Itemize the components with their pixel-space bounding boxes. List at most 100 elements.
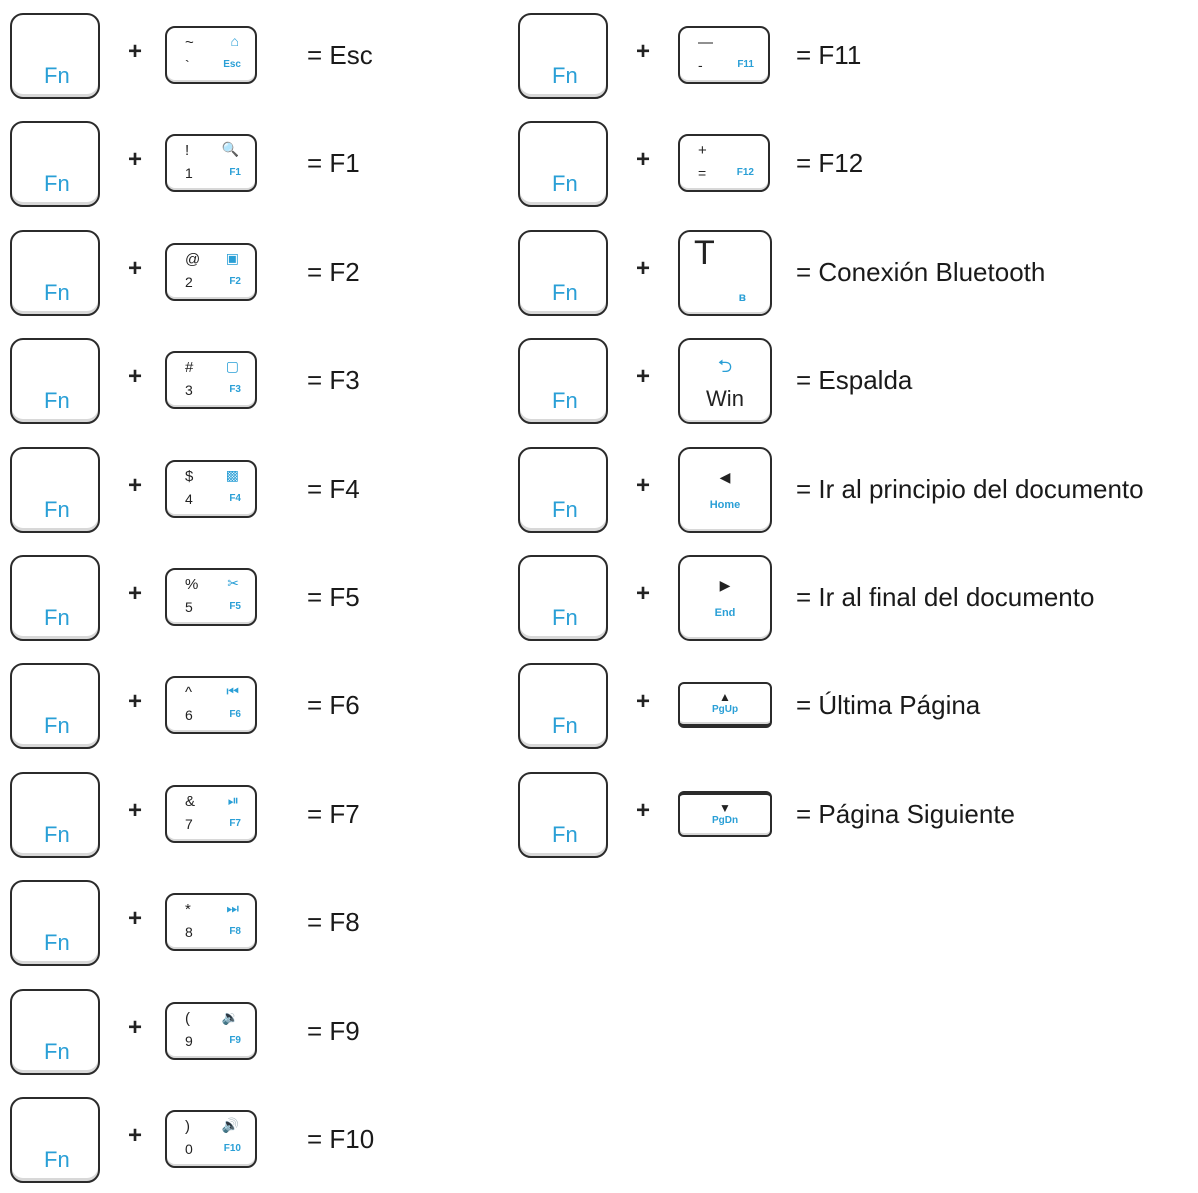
plus-sign: +: [636, 580, 651, 607]
plus-sign: +: [128, 688, 143, 715]
keycap-shift-symbol: *: [185, 901, 191, 918]
fn-key: Fn: [10, 338, 100, 424]
fn-key-label: Fn: [552, 497, 578, 522]
keycap: &7⏯F7: [165, 785, 257, 843]
keycap-bottom-label: PgUp: [711, 704, 739, 715]
keycap-primary-symbol: 5: [185, 599, 193, 615]
plus-sign: +: [636, 688, 651, 715]
keycap-function-label: F1: [229, 167, 241, 178]
plus-sign: +: [636, 797, 651, 824]
keycap: %5✂F5: [165, 568, 257, 626]
keycap-function-icon: ⏮: [226, 683, 239, 699]
keycap-function-label: F11: [737, 59, 754, 70]
keycap: ▲PgUp: [678, 682, 772, 728]
shortcut-result: = F2: [307, 257, 360, 287]
shortcut-result: = F6: [307, 690, 360, 720]
fn-key: Fn: [518, 447, 608, 533]
fn-key: Fn: [518, 555, 608, 641]
keycap-primary-symbol: 2: [185, 274, 193, 290]
keycap-top-symbol: ▶: [719, 577, 731, 593]
bluetooth-icon: ʙ: [738, 290, 746, 304]
keycap: ^ 6 ⏮ F6: [165, 676, 257, 734]
plus-sign: +: [636, 472, 651, 499]
keycap-bottom-label: PgDn: [711, 815, 739, 826]
keycap-shift-symbol: $: [185, 468, 194, 485]
keycap-primary-symbol: `: [185, 57, 190, 73]
fn-key-label: Fn: [552, 388, 578, 413]
keycap-primary-symbol: 6: [185, 707, 193, 723]
shortcut-result: = F3: [307, 365, 360, 395]
keycap: ▶End: [678, 555, 772, 641]
keycap: (9🔉F9: [165, 1002, 257, 1060]
keycap-top-symbol: ⮌: [717, 356, 733, 376]
keycap: ▼PgDn: [678, 791, 772, 837]
keycap-function-label: F3: [229, 384, 241, 395]
shortcut-result: = F7: [307, 799, 360, 829]
shortcut-result: = Ir al principio del documento: [796, 474, 1144, 504]
fn-key: Fn: [10, 880, 100, 966]
fn-key-label: Fn: [552, 605, 578, 630]
keycap-shift-symbol: #: [185, 359, 194, 376]
keycap-arrow-icon: ▲: [719, 690, 731, 704]
fn-key-label: Fn: [44, 1039, 70, 1064]
keycap-shift-symbol: @: [185, 251, 201, 268]
keycap: $4▩F4: [165, 460, 257, 518]
plus-sign: +: [128, 1014, 143, 1041]
shortcut-row: Fn+⮌Win= Espalda: [508, 325, 1198, 425]
fn-key: Fn: [518, 13, 608, 99]
keycap-function-label: F6: [229, 709, 241, 720]
fn-key: Fn: [10, 555, 100, 641]
plus-sign: +: [128, 1122, 143, 1149]
shortcut-result: = F1: [307, 148, 360, 178]
keycap-primary-symbol: 0: [185, 1141, 193, 1157]
keycap-bottom-label: Win: [706, 386, 744, 411]
fn-key-label: Fn: [552, 822, 578, 847]
fn-key-label: Fn: [552, 713, 578, 738]
keycap-function-label: F2: [229, 276, 241, 287]
fn-key-label: Fn: [44, 388, 70, 413]
fn-key-label: Fn: [552, 171, 578, 196]
keycap-shift-symbol: ^: [185, 684, 193, 701]
fn-key: Fn: [10, 989, 100, 1075]
keycap: #3 ▢ F3: [165, 351, 257, 409]
keycap: *8⏭F8: [165, 893, 257, 951]
keycap-primary-symbol: 1: [185, 165, 193, 181]
fn-key-label: Fn: [44, 605, 70, 630]
shortcut-row: Fn++=F12= F12: [508, 108, 1198, 208]
fn-key: Fn: [518, 230, 608, 316]
fn-key: Fn: [10, 663, 100, 749]
keycap: !1🔍F1: [165, 134, 257, 192]
plus-sign: +: [128, 255, 143, 282]
keycap-function-icon: ⌂: [230, 33, 239, 49]
keycap-shift-symbol: ): [185, 1118, 190, 1135]
fn-key: Fn: [10, 13, 100, 99]
shortcut-row: Fn+*8⏭F8= F8: [0, 867, 690, 967]
fn-key: Fn: [518, 121, 608, 207]
shortcut-result: = Ir al final del documento: [796, 582, 1095, 612]
shortcut-row: Fn+—-F11= F11: [508, 0, 1198, 100]
keycap-primary-symbol: =: [698, 165, 707, 181]
keycap-function-icon: ▢: [225, 358, 239, 374]
shortcut-row: Fn+~`⌂Esc= Esc: [0, 0, 690, 100]
keycap-function-icon: 🔊: [221, 1117, 239, 1133]
fn-key-label: Fn: [552, 63, 578, 88]
fn-key-label: Fn: [44, 497, 70, 522]
keycap-function-label: Esc: [223, 59, 241, 70]
fn-key: Fn: [10, 1097, 100, 1183]
keycap-function-label: F9: [229, 1035, 241, 1046]
keycap-shift-symbol: —: [698, 34, 713, 51]
plus-sign: +: [128, 472, 143, 499]
keycap-shift-symbol: ~: [185, 34, 194, 51]
keycap-arrow-icon: ▼: [719, 801, 731, 815]
shortcut-result: = Última Página: [796, 690, 981, 720]
fn-key-label: Fn: [44, 713, 70, 738]
keycap: )0🔊F10: [165, 1110, 257, 1168]
shortcut-result: = F8: [307, 907, 360, 937]
fn-key-label: Fn: [44, 930, 70, 955]
shortcut-row: Fn + ^ 6 ⏮ F6 = F6: [0, 650, 690, 750]
shortcut-result: = Página Siguiente: [796, 799, 1016, 829]
plus-sign: +: [636, 363, 651, 390]
keycap-primary-symbol: 3: [185, 382, 193, 398]
plus-sign: +: [128, 797, 143, 824]
